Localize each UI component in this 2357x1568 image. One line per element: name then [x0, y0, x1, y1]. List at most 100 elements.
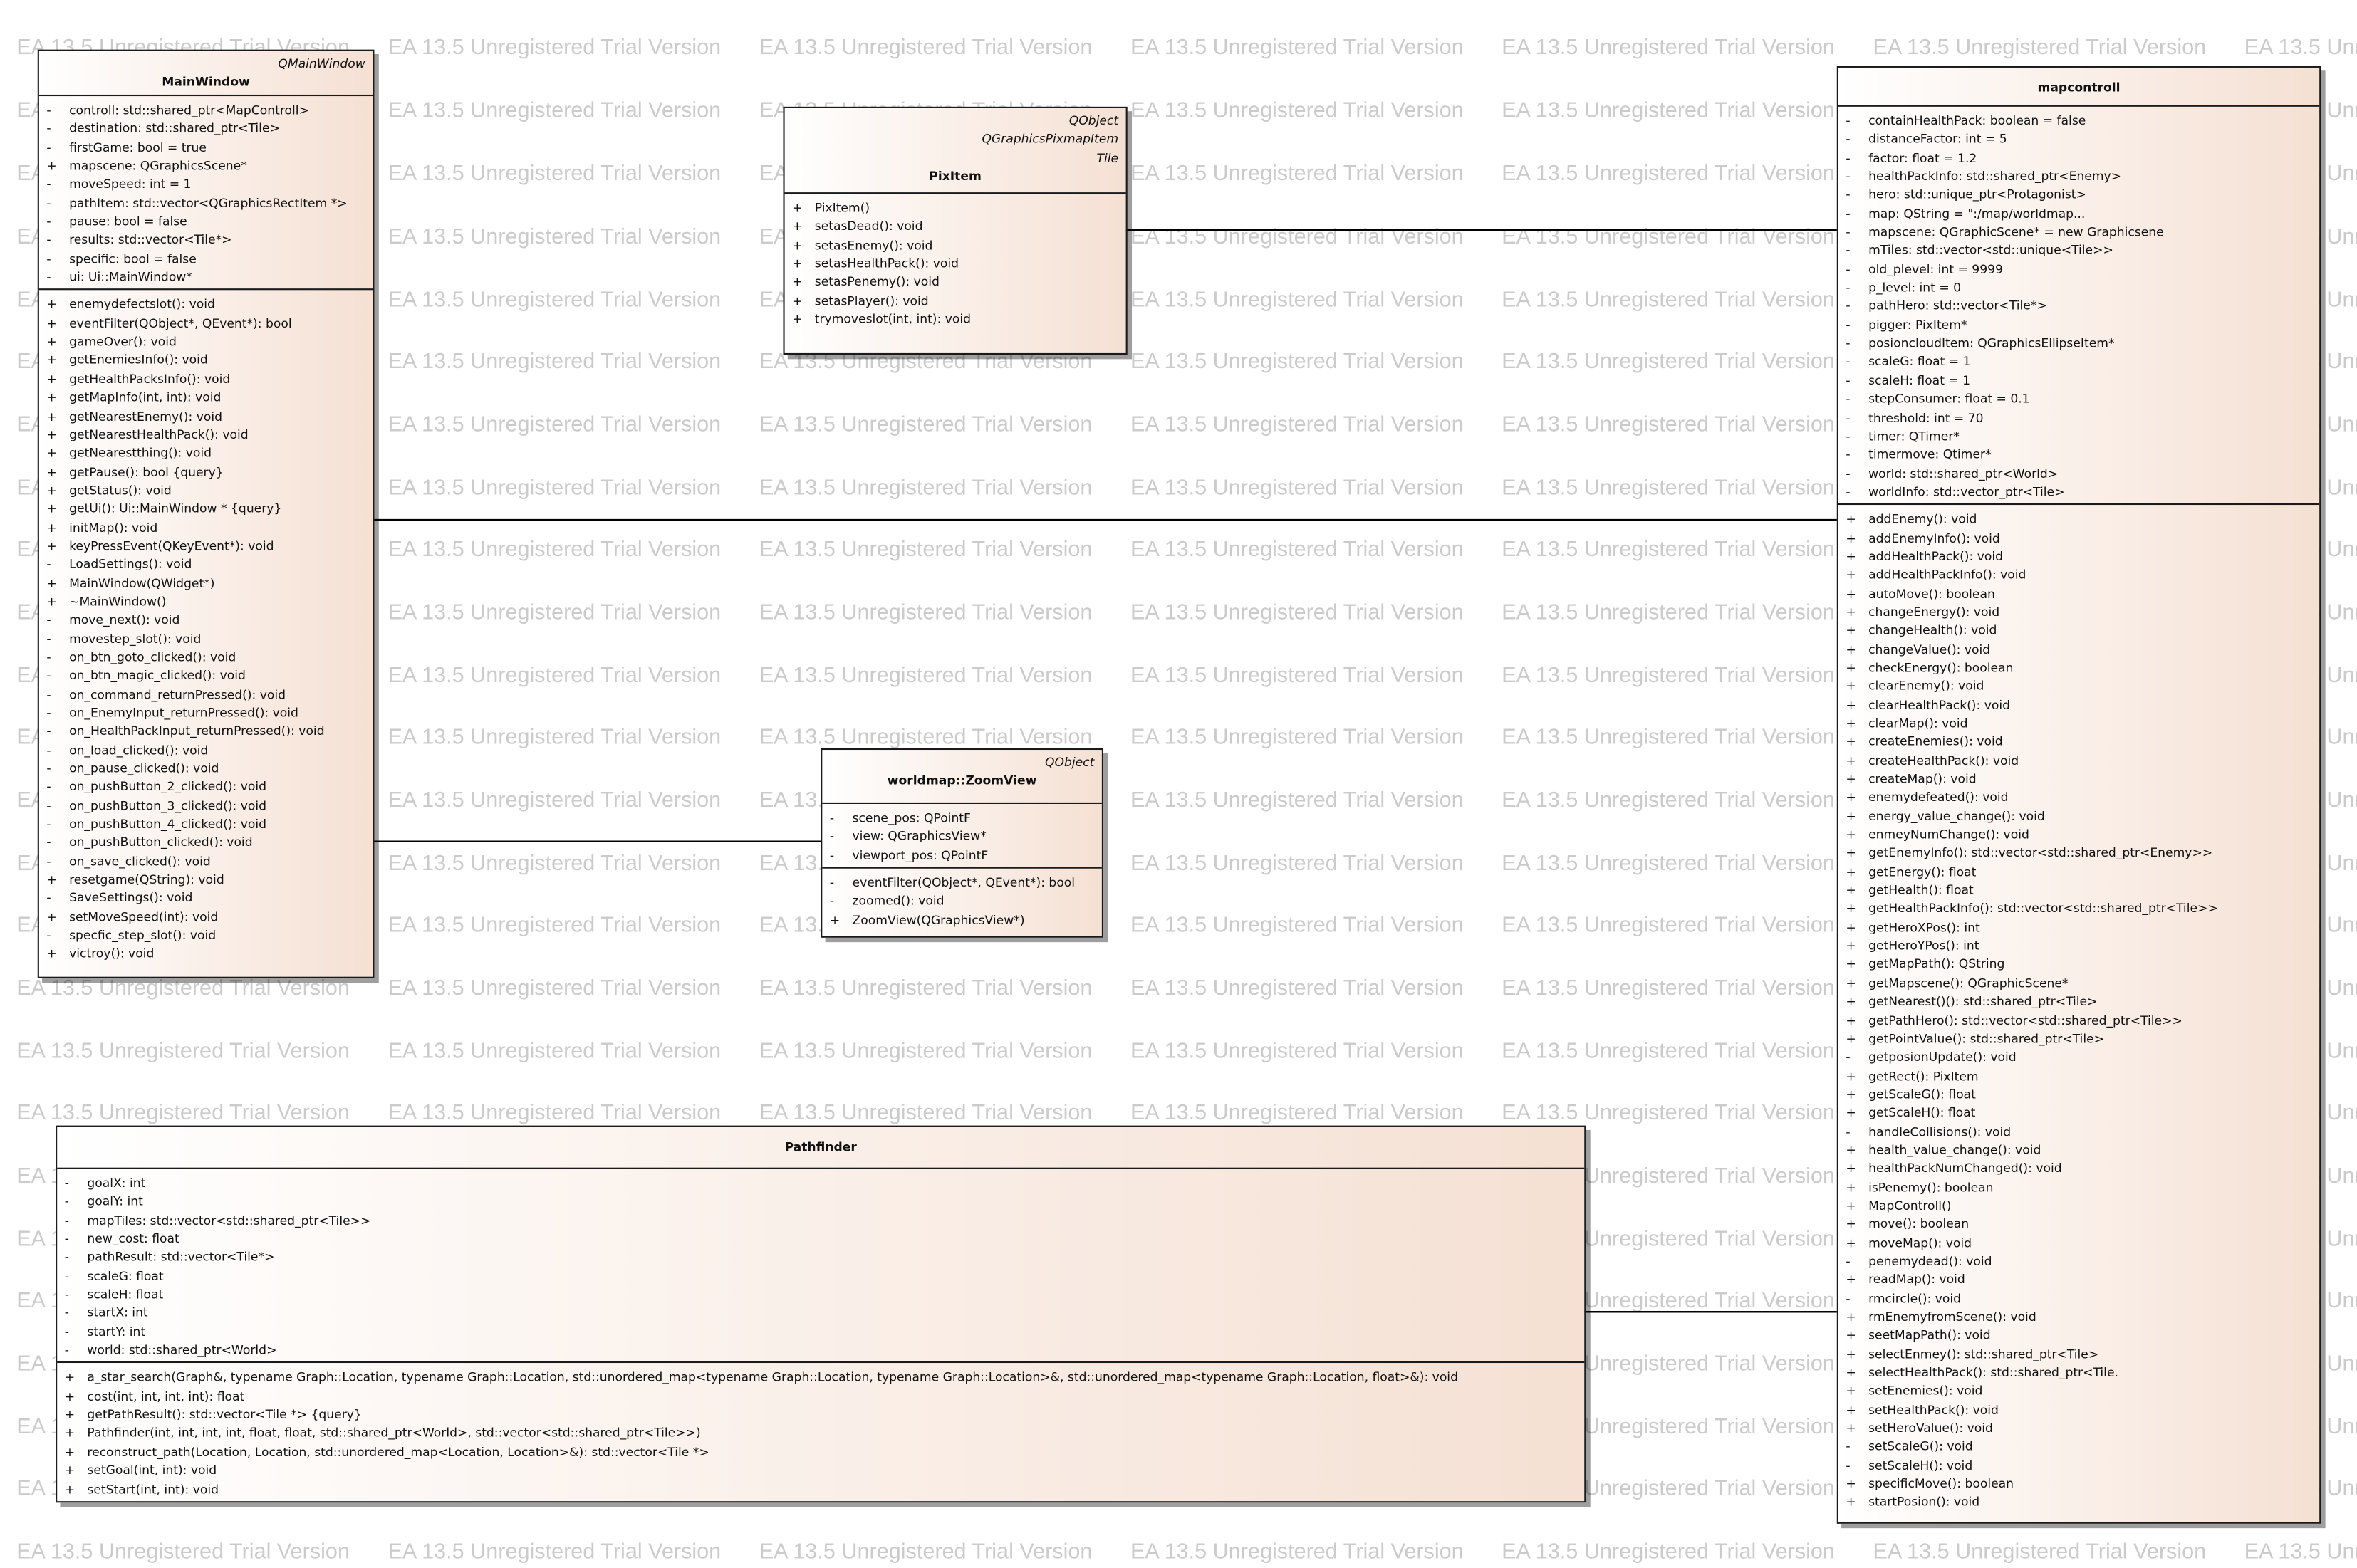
operation-row[interactable]: +changeEnergy(): void: [1838, 602, 2319, 621]
operation-row[interactable]: +getHeroXPos(): int: [1838, 918, 2319, 936]
operation-row[interactable]: +getMapInfo(int, int): void: [39, 388, 373, 407]
attribute-row[interactable]: -timermove: Qtimer*: [1838, 445, 2319, 464]
operation-row[interactable]: +isPenemy(): boolean: [1838, 1178, 2319, 1196]
operation-row[interactable]: -rmcircle(): void: [1838, 1289, 2319, 1307]
operation-row[interactable]: -on_HealthPackInput_returnPressed(): voi…: [39, 722, 373, 741]
operation-row[interactable]: -on_save_clicked(): void: [39, 852, 373, 870]
operation-row[interactable]: -move_next(): void: [39, 610, 373, 629]
operation-row[interactable]: +resetgame(QString): void: [39, 870, 373, 889]
operation-row[interactable]: +PixItem(): [785, 199, 1126, 217]
operation-row[interactable]: +createHealthPack(): void: [1838, 751, 2319, 769]
operation-row[interactable]: -on_pushButton_2_clicked(): void: [39, 778, 373, 796]
operation-row[interactable]: -movestep_slot(): void: [39, 629, 373, 647]
attribute-row[interactable]: -specific: bool = false: [39, 249, 373, 268]
attribute-row[interactable]: -hero: std::unique_ptr<Protagonist>: [1838, 185, 2319, 204]
operation-row[interactable]: +getPause(): bool {query}: [39, 462, 373, 481]
class-mapcontroll[interactable]: mapcontroll-containHealthPack: boolean =…: [1836, 66, 2321, 1524]
operation-row[interactable]: +Pathfinder(int, int, int, int, float, f…: [57, 1423, 1584, 1442]
operation-row[interactable]: +getNearestHealthPack(): void: [39, 425, 373, 444]
operation-row[interactable]: -on_load_clicked(): void: [39, 741, 373, 759]
operation-row[interactable]: -setScaleH(): void: [1838, 1455, 2319, 1474]
operation-row[interactable]: +getScaleG(): float: [1838, 1084, 2319, 1103]
operation-row[interactable]: +MainWindow(QWidget*): [39, 573, 373, 592]
operation-row[interactable]: +move(): boolean: [1838, 1215, 2319, 1233]
attribute-row[interactable]: -pigger: PixItem*: [1838, 315, 2319, 334]
operation-row[interactable]: -getposionUpdate(): void: [1838, 1047, 2319, 1066]
operation-row[interactable]: -on_btn_magic_clicked(): void: [39, 667, 373, 685]
operation-row[interactable]: +getStatus(): void: [39, 481, 373, 499]
operation-row[interactable]: +setasPenemy(): void: [785, 273, 1126, 291]
attribute-row[interactable]: -viewport_pos: QPointF: [822, 845, 1102, 864]
operation-row[interactable]: +getPointValue(): std::shared_ptr<Tile>: [1838, 1029, 2319, 1047]
attribute-row[interactable]: -pathHero: std::vector<Tile*>: [1838, 297, 2319, 315]
operation-row[interactable]: +createEnemies(): void: [1838, 732, 2319, 751]
operation-row[interactable]: +getHealth(): float: [1838, 881, 2319, 899]
operation-row[interactable]: -on_EnemyInput_returnPressed(): void: [39, 704, 373, 722]
operation-row[interactable]: +enemydefeated(): void: [1838, 788, 2319, 807]
attribute-row[interactable]: -threshold: int = 70: [1838, 408, 2319, 427]
operation-row[interactable]: +startPosion(): void: [1838, 1493, 2319, 1511]
operation-row[interactable]: +getScaleH(): float: [1838, 1103, 2319, 1122]
operation-row[interactable]: +getHealthPackInfo(): std::vector<std::s…: [1838, 899, 2319, 918]
operation-row[interactable]: +getRect(): PixItem: [1838, 1066, 2319, 1084]
attribute-row[interactable]: -old_plevel: int = 9999: [1838, 260, 2319, 278]
operation-row[interactable]: +ZoomView(QGraphicsView*): [822, 910, 1102, 929]
operation-row[interactable]: +addEnemyInfo(): void: [1838, 528, 2319, 547]
attribute-row[interactable]: -stepConsumer: float = 0.1: [1838, 390, 2319, 408]
operation-row[interactable]: +addHealthPackInfo(): void: [1838, 565, 2319, 584]
attribute-row[interactable]: -ui: Ui::MainWindow*: [39, 268, 373, 286]
attribute-row[interactable]: -scaleG: float: [57, 1266, 1584, 1285]
operation-row[interactable]: +addHealthPack(): void: [1838, 547, 2319, 565]
operation-row[interactable]: +~MainWindow(): [39, 592, 373, 610]
operation-row[interactable]: +moveMap(): void: [1838, 1233, 2319, 1252]
operation-row[interactable]: +setasEnemy(): void: [785, 236, 1126, 254]
operation-row[interactable]: +setasPlayer(): void: [785, 291, 1126, 310]
attribute-row[interactable]: -distanceFactor: int = 5: [1838, 130, 2319, 148]
operation-row[interactable]: +enemydefectslot(): void: [39, 296, 373, 314]
attribute-row[interactable]: -mTiles: std::vector<std::unique<Tile>>: [1838, 241, 2319, 260]
operation-row[interactable]: +getMapscene(): QGraphicScene*: [1838, 973, 2319, 992]
operation-row[interactable]: +changeValue(): void: [1838, 639, 2319, 658]
operation-row[interactable]: +initMap(): void: [39, 518, 373, 536]
operation-row[interactable]: -on_pushButton_3_clicked(): void: [39, 796, 373, 815]
attribute-row[interactable]: -map: QString = ":/map/worldmap...: [1838, 204, 2319, 222]
attribute-row[interactable]: -pathItem: std::vector<QGraphicsRectItem…: [39, 194, 373, 212]
operation-row[interactable]: +getPathResult(): std::vector<Tile *> {q…: [57, 1405, 1584, 1423]
attribute-row[interactable]: -startY: int: [57, 1322, 1584, 1341]
operation-row[interactable]: +clearMap(): void: [1838, 714, 2319, 732]
operation-row[interactable]: +specificMove(): boolean: [1838, 1474, 2319, 1493]
operation-row[interactable]: +setMoveSpeed(int): void: [39, 907, 373, 926]
operation-row[interactable]: -on_command_returnPressed(): void: [39, 685, 373, 704]
operation-row[interactable]: +eventFilter(QObject*, QEvent*): bool: [39, 314, 373, 333]
operation-row[interactable]: +selectEnmey(): std::shared_ptr<Tile>: [1838, 1344, 2319, 1363]
operation-row[interactable]: +getMapPath(): QString: [1838, 955, 2319, 973]
operation-row[interactable]: +clearEnemy(): void: [1838, 676, 2319, 695]
operation-row[interactable]: +gameOver(): void: [39, 333, 373, 351]
operation-row[interactable]: +reconstruct_path(Location, Location, st…: [57, 1442, 1584, 1460]
attribute-row[interactable]: -p_level: int = 0: [1838, 278, 2319, 297]
operation-row[interactable]: +enmeyNumChange(): void: [1838, 825, 2319, 844]
attribute-row[interactable]: -scaleG: float = 1: [1838, 352, 2319, 371]
operation-row[interactable]: -eventFilter(QObject*, QEvent*): bool: [822, 873, 1102, 892]
operation-row[interactable]: +autoMove(): boolean: [1838, 584, 2319, 602]
operation-row[interactable]: +selectHealthPack(): std::shared_ptr<Til…: [1838, 1363, 2319, 1381]
operation-row[interactable]: +keyPressEvent(QKeyEvent*): void: [39, 536, 373, 555]
attribute-row[interactable]: -destination: std::shared_ptr<Tile>: [39, 119, 373, 137]
attribute-row[interactable]: -worldInfo: std::vector_ptr<Tile>: [1838, 482, 2319, 501]
operation-row[interactable]: -LoadSettings(): void: [39, 555, 373, 573]
attribute-row[interactable]: -mapTiles: std::vector<std::shared_ptr<T…: [57, 1211, 1584, 1229]
attribute-row[interactable]: -firstGame: bool = true: [39, 137, 373, 156]
operation-row[interactable]: -penemydead(): void: [1838, 1252, 2319, 1270]
operation-row[interactable]: +setEnemies(): void: [1838, 1381, 2319, 1400]
operation-row[interactable]: +cost(int, int, int, int): float: [57, 1386, 1584, 1405]
attribute-row[interactable]: -scaleH: float: [57, 1285, 1584, 1303]
operation-row[interactable]: +getNearestEnemy(): void: [39, 407, 373, 425]
attribute-row[interactable]: -scene_pos: QPointF: [822, 808, 1102, 827]
operation-row[interactable]: +trymoveslot(int, int): void: [785, 310, 1126, 328]
attribute-row[interactable]: -goalY: int: [57, 1192, 1584, 1211]
attribute-row[interactable]: -controll: std::shared_ptr<MapControll>: [39, 100, 373, 119]
operation-row[interactable]: -handleCollisions(): void: [1838, 1122, 2319, 1140]
operation-row[interactable]: +getPathHero(): std::vector<std::shared_…: [1838, 1010, 2319, 1029]
